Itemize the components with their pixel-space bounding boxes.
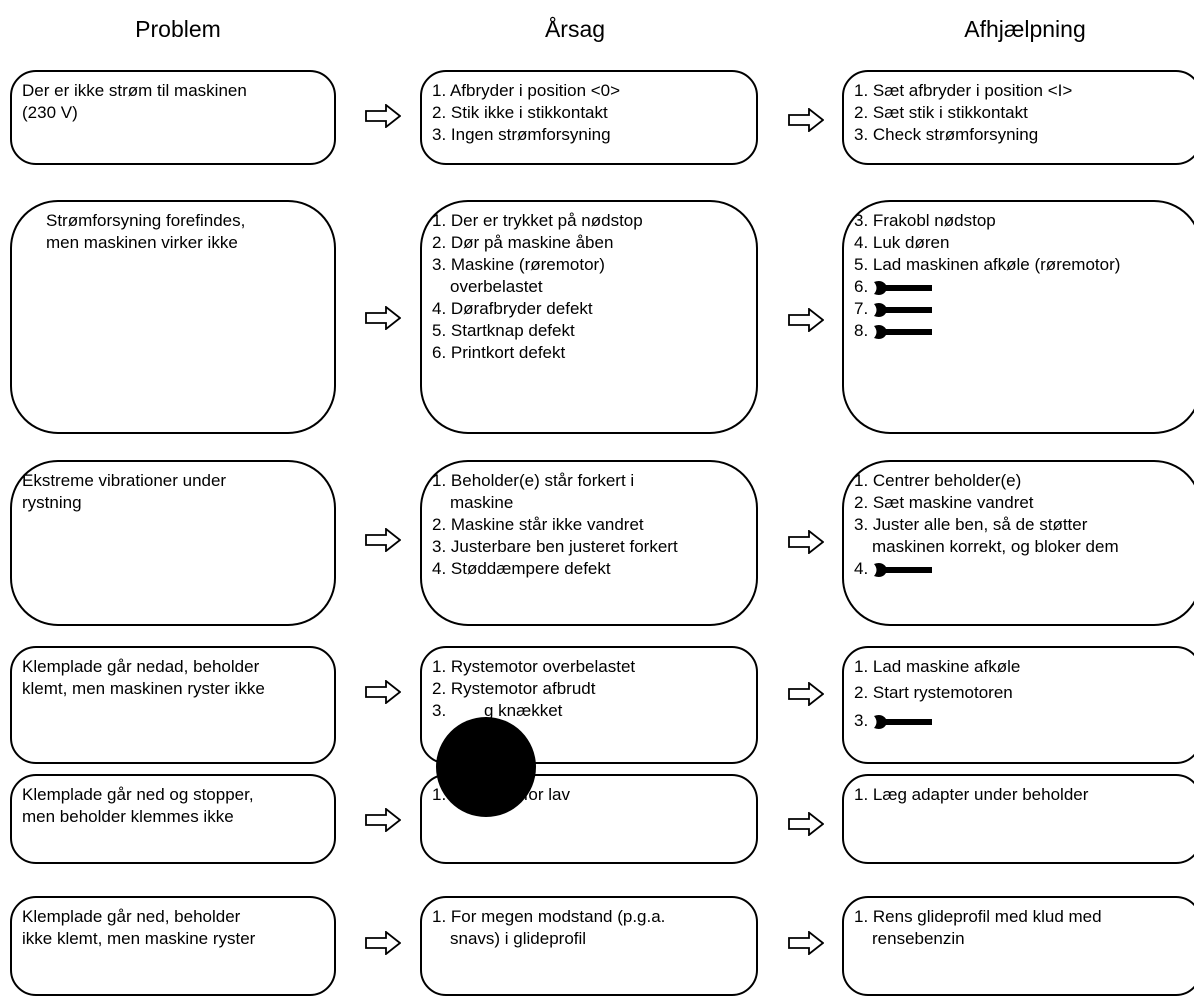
problem-box-1: Der er ikke strøm til maskinen (230 V) <box>10 70 336 165</box>
problem-box-2: Strømforsyning forefindes, men maskinen … <box>10 200 336 434</box>
hollow-right-arrow-icon <box>365 931 401 955</box>
cause-line: 1. Afbryder i position <0> <box>432 81 621 100</box>
cause-line: 2. Dør på maskine åben <box>432 233 614 252</box>
cause-box-3: 1. Beholder(e) står forkert i maskine 2.… <box>420 460 758 626</box>
problem-line: men beholder klemmes ikke <box>22 807 234 826</box>
cause-line: 3. Justerbare ben justeret forkert <box>432 537 678 556</box>
problem-line: men maskinen virker ikke <box>46 233 238 252</box>
remedy-box-1: 1. Sæt afbryder i position <I> 2. Sæt st… <box>842 70 1194 165</box>
remedy-line-service: 6. <box>854 276 1190 298</box>
cause-line: 1. Der er trykket på nødstop <box>432 211 643 230</box>
problem-box-3: Ekstreme vibrationer under rystning <box>10 460 336 626</box>
hollow-right-arrow-icon <box>788 931 824 955</box>
problem-line: Klemplade går ned og stopper, <box>22 785 254 804</box>
hollow-right-arrow-icon <box>788 108 824 132</box>
cause-line: maskine <box>450 493 514 512</box>
cause-box-1: 1. Afbryder i position <0> 2. Stik ikke … <box>420 70 758 165</box>
cause-line: 3. Maskine (røremotor) <box>432 255 605 274</box>
cause-line: snavs) i glideprofil <box>450 929 587 948</box>
hollow-right-arrow-icon <box>365 808 401 832</box>
remedy-line: 2. Start rystemotoren <box>854 683 1013 702</box>
cause-line: 2. Stik ikke i stikkontakt <box>432 103 608 122</box>
hollow-right-arrow-icon <box>365 306 401 330</box>
problem-box-6: Klemplade går ned, beholder ikke klemt, … <box>10 896 336 996</box>
cause-box-2: 1. Der er trykket på nødstop 2. Dør på m… <box>420 200 758 434</box>
remedy-line: 3. Juster alle ben, så de støtter <box>854 515 1088 534</box>
remedy-box-2: 3. Frakobl nødstop 4. Luk døren 5. Lad m… <box>842 200 1194 434</box>
wrench-icon <box>874 562 933 577</box>
header-problem: Problem <box>135 16 221 42</box>
remedy-line-service: 3. <box>854 710 1190 732</box>
remedy-line: 5. Lad maskinen afkøle (røremotor) <box>854 255 1121 274</box>
cause-line: 2. Maskine står ikke vandret <box>432 515 644 534</box>
header-remedy: Afhjælpning <box>964 16 1086 42</box>
cause-line: 4. Dørafbryder defekt <box>432 299 593 318</box>
remedy-box-6: 1. Rens glideprofil med klud med rensebe… <box>842 896 1194 996</box>
hollow-right-arrow-icon <box>365 680 401 704</box>
hollow-right-arrow-icon <box>788 682 824 706</box>
problem-line: ikke klemt, men maskine ryster <box>22 929 256 948</box>
remedy-line: 2. Sæt stik i stikkontakt <box>854 103 1028 122</box>
remedy-box-3: 1. Centrer beholder(e) 2. Sæt maskine va… <box>842 460 1194 626</box>
remedy-line: 1. Rens glideprofil med klud med <box>854 907 1102 926</box>
cause-line: 1. Beholder(e) står forkert i <box>432 471 635 490</box>
wrench-icon <box>874 714 933 729</box>
hollow-right-arrow-icon <box>788 530 824 554</box>
remedy-line: 3. Check strømforsyning <box>854 125 1039 144</box>
problem-line: Der er ikke strøm til maskinen <box>22 81 247 100</box>
cause-line: 2. Rystemotor afbrudt <box>432 679 596 698</box>
remedy-line-service: 7. <box>854 298 1190 320</box>
wrench-icon <box>874 302 933 317</box>
remedy-line-service: 8. <box>854 320 1190 342</box>
remedy-line: 3. Frakobl nødstop <box>854 211 996 230</box>
cause-line: 1. For megen modstand (p.g.a. <box>432 907 666 926</box>
header-cause: Årsag <box>544 16 606 42</box>
hollow-right-arrow-icon <box>788 812 824 836</box>
cause-line: overbelastet <box>450 277 543 296</box>
problem-line: Ekstreme vibrationer under <box>22 471 227 490</box>
remedy-line: 1. Sæt afbryder i position <I> <box>854 81 1073 100</box>
problem-box-4: Klemplade går nedad, beholder klemt, men… <box>10 646 336 764</box>
remedy-box-5: 1. Læg adapter under beholder <box>842 774 1194 864</box>
problem-line: klemt, men maskinen ryster ikke <box>22 679 265 698</box>
problem-line: Klemplade går ned, beholder <box>22 907 241 926</box>
remedy-line: 1. Lad maskine afkøle <box>854 657 1021 676</box>
remedy-line: 4. Luk døren <box>854 233 950 252</box>
remedy-line: 1. Centrer beholder(e) <box>854 471 1022 490</box>
remedy-box-4: 1. Lad maskine afkøle 2. Start rystemoto… <box>842 646 1194 764</box>
cause-line: 3. Ingen strømforsyning <box>432 125 611 144</box>
cause-line: 4. Støddæmpere defekt <box>432 559 611 578</box>
cause-box-6: 1. For megen modstand (p.g.a. snavs) i g… <box>420 896 758 996</box>
problem-line: Strømforsyning forefindes, <box>46 211 246 230</box>
remedy-line: 1. Læg adapter under beholder <box>854 785 1089 804</box>
problem-line: rystning <box>22 493 82 512</box>
cause-line: 5. Startknap defekt <box>432 321 575 340</box>
problem-line: Klemplade går nedad, beholder <box>22 657 260 676</box>
remedy-line: rensebenzin <box>872 929 965 948</box>
problem-line: (230 V) <box>22 103 78 122</box>
black-circle-redaction <box>436 717 536 817</box>
hollow-right-arrow-icon <box>365 104 401 128</box>
cause-line: 6. Printkort defekt <box>432 343 566 362</box>
remedy-line: 2. Sæt maskine vandret <box>854 493 1034 512</box>
hollow-right-arrow-icon <box>788 308 824 332</box>
problem-box-5: Klemplade går ned og stopper, men behold… <box>10 774 336 864</box>
hollow-right-arrow-icon <box>365 528 401 552</box>
remedy-line-service: 4. <box>854 558 1190 580</box>
wrench-icon <box>874 324 933 339</box>
cause-line: 3. g knækket <box>432 701 563 720</box>
wrench-icon <box>874 280 933 295</box>
remedy-line: maskinen korrekt, og bloker dem <box>872 537 1119 556</box>
cause-line: 1. Rystemotor overbelastet <box>432 657 636 676</box>
